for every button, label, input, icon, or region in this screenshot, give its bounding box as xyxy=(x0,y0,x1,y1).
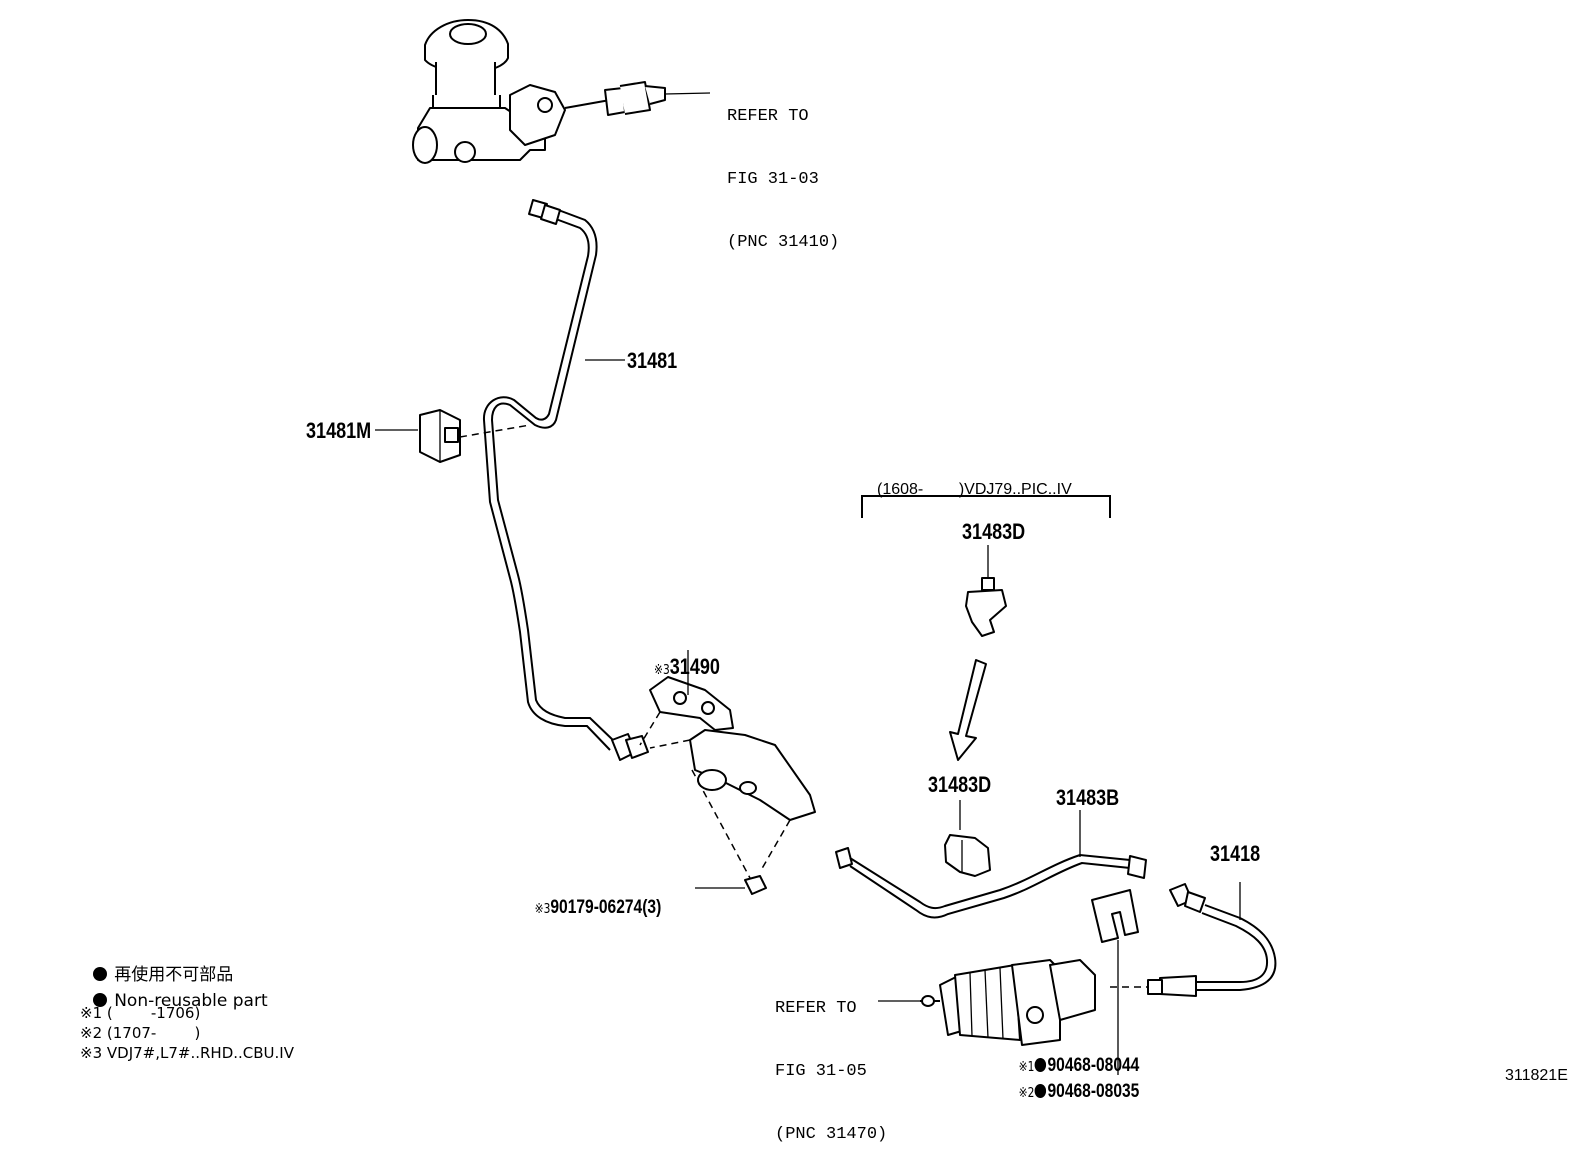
clutch-hose-31483B-drawing xyxy=(835,810,1147,919)
part-number: 31490 xyxy=(669,654,720,679)
legend-note-3: ※3 VDJ7#,L7#..RHD..CBU.IV xyxy=(80,1044,294,1062)
clutch-hydraulic-diagram xyxy=(375,19,1277,1075)
non-reusable-icon xyxy=(1034,1084,1046,1098)
note-mark: ※2 xyxy=(1018,1086,1035,1101)
part-90179-label[interactable]: ※390179-06274(3) xyxy=(526,879,662,918)
ref-line: (PNC 31470) xyxy=(775,1125,888,1144)
part-31483D-label[interactable]: 31483D xyxy=(928,772,992,797)
clutch-hose-31418-drawing xyxy=(1110,882,1277,997)
part-90468-08035-label[interactable]: ※2 90468-08035 xyxy=(1010,1063,1140,1102)
part-31483D-top-label[interactable]: 31483D xyxy=(962,519,1026,544)
master-cylinder-drawing xyxy=(412,19,711,164)
down-left-arrow-icon xyxy=(949,659,987,761)
part-90468-08044-label[interactable]: ※1 90468-08044 xyxy=(1010,1037,1140,1076)
ref-line: (PNC 31410) xyxy=(727,233,840,252)
clutch-tube-31481-drawing xyxy=(482,199,649,761)
part-31483B-label[interactable]: 31483B xyxy=(1056,785,1120,810)
note-mark: ※1 xyxy=(1018,1060,1035,1075)
clip-90468-drawing xyxy=(1091,889,1139,1075)
ref-line: REFER TO xyxy=(727,107,809,126)
part-31490-label[interactable]: ※331490 xyxy=(644,634,720,678)
clip-31483D-drawing xyxy=(944,800,991,877)
non-reusable-icon xyxy=(1034,1058,1046,1072)
part-31418-label[interactable]: 31418 xyxy=(1210,841,1261,866)
clip-31483D-top-drawing xyxy=(965,545,1007,637)
legend-jp: 再使用不可部品 xyxy=(82,950,233,984)
clamp-31481M-drawing xyxy=(375,409,531,463)
bracket-header-frame xyxy=(861,495,1111,518)
legend-note-1: ※1 ( -1706) xyxy=(80,1004,201,1022)
ref-line: FIG 31-05 xyxy=(775,1062,867,1081)
ref-line: REFER TO xyxy=(775,999,857,1018)
part-number: 90468-08044 xyxy=(1047,1055,1140,1076)
refer-release-cylinder[interactable]: REFER TO FIG 31-05 (PNC 31470) xyxy=(775,956,887,1166)
part-31481-label[interactable]: 31481 xyxy=(627,348,678,373)
legend-note-2: ※2 (1707- ) xyxy=(80,1024,201,1042)
legend-en-text: Non-reusable part xyxy=(114,991,268,1011)
bracket-header-label: (1608- )VDJ79..PIC..IV xyxy=(877,481,1072,498)
note-mark: ※3 xyxy=(534,902,551,917)
refer-master-cylinder[interactable]: REFER TO FIG 31-03 (PNC 31410) xyxy=(727,64,839,274)
release-cylinder-drawing xyxy=(878,959,1096,1046)
non-reusable-icon xyxy=(92,967,107,981)
legend-jp-text: 再使用不可部品 xyxy=(114,965,234,985)
figure-id: 311821E xyxy=(1505,1067,1568,1084)
note-mark: ※3 xyxy=(654,663,670,678)
part-number: 90179-06274(3) xyxy=(550,897,662,918)
legend-en: Non-reusable part xyxy=(82,976,268,1010)
part-31481M-label[interactable]: 31481M xyxy=(306,418,372,443)
part-number: 90468-08035 xyxy=(1047,1081,1140,1102)
bracket-31490-drawing xyxy=(639,650,816,895)
non-reusable-icon xyxy=(92,993,107,1007)
ref-line: FIG 31-03 xyxy=(727,170,819,189)
